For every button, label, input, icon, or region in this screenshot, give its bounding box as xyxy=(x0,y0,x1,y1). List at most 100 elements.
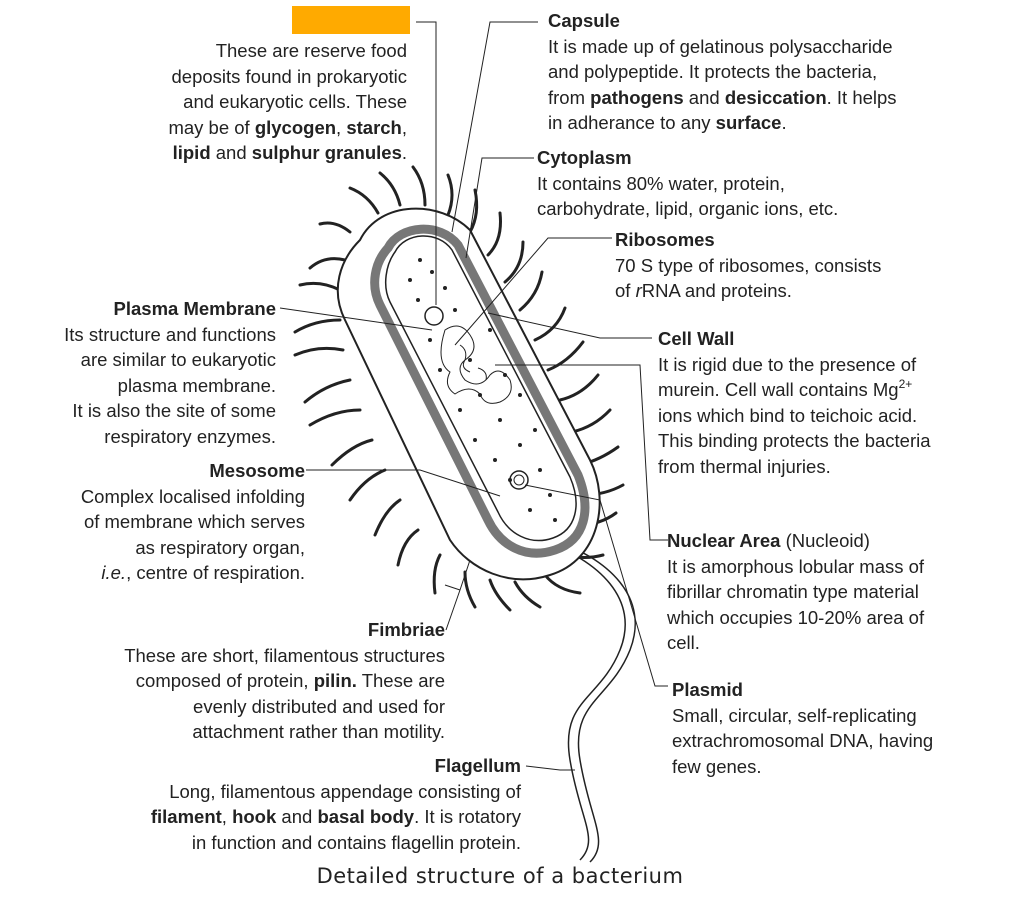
reserve-food-text: These are reserve food deposits found in… xyxy=(168,38,407,166)
flagellum-line-2: filament, hook and basal body. It is rot… xyxy=(151,804,521,830)
fimbriae-text: These are xyxy=(356,670,445,691)
flagellum-label: Flagellum Long, filamentous appendage co… xyxy=(151,753,521,855)
cytoplasm-title: Cytoplasm xyxy=(537,147,632,168)
nuclear-area-label: Nuclear Area (Nucleoid) It is amorphous … xyxy=(667,528,924,656)
nuclear-area-title: Nuclear Area xyxy=(667,530,781,551)
surface-term: surface xyxy=(715,112,782,133)
plasma-membrane-shape xyxy=(384,235,577,542)
capsule-line-1: It is made up of gelatinous polysacchari… xyxy=(548,35,893,57)
figure-caption: Detailed structure of a bacterium xyxy=(316,864,684,888)
leader-lines xyxy=(279,21,668,771)
fimbriae-line-4: attachment rather than motility. xyxy=(192,721,445,742)
lipid-term: lipid xyxy=(172,142,211,163)
hook-term: hook xyxy=(232,806,277,827)
flagellum-line-3: in function and contains flagellin prote… xyxy=(191,831,521,853)
reserve-text: . xyxy=(401,142,407,163)
nuclear-area-line-3: which occupies 10-20% area of xyxy=(667,606,925,628)
reserve-text: and xyxy=(210,142,252,163)
cell-wall-text: murein. Cell wall contains Mg xyxy=(658,379,899,400)
ribosomes-line-2: of rRNA and proteins. xyxy=(615,278,881,304)
mesosome-label: Mesosome Complex localised infolding of … xyxy=(81,458,305,586)
flagellum-text: and xyxy=(276,806,318,827)
cell-wall-line-1: It is rigid due to the presence of xyxy=(658,353,917,375)
mesosome-text: , centre of respiration. xyxy=(126,562,305,583)
nuclear-area-heading: Nuclear Area (Nucleoid) xyxy=(667,528,924,554)
fimbriae-label: Fimbriae These are short, filamentous st… xyxy=(124,617,445,745)
desiccation-term: desiccation xyxy=(724,86,827,108)
plasmid-line-2: extrachromosomal DNA, having xyxy=(672,730,934,751)
glycogen-term: glycogen xyxy=(254,116,337,138)
mesosome-line-3: as respiratory organ, xyxy=(135,536,305,558)
plasmid-shape xyxy=(509,470,529,490)
fimbriae-title: Fimbriae xyxy=(367,619,445,640)
mesosome-line-2: of membrane which serves xyxy=(83,511,305,532)
nucleoid xyxy=(440,325,512,404)
flagellum-text: , xyxy=(221,806,233,827)
storage-granule xyxy=(424,306,444,326)
ribosomes-label: Ribosomes 70 S type of ribosomes, consis… xyxy=(615,227,881,304)
ie-abbrev: i.e. xyxy=(101,562,127,583)
nuclear-area-line-1: It is amorphous lobular mass of xyxy=(667,555,925,577)
highlight-box xyxy=(292,6,410,34)
capsule-text: . It helps xyxy=(826,86,897,108)
nuclear-area-line-2: fibrillar chromatin type material xyxy=(667,581,919,602)
capsule-line-2: and polypeptide. It protects the bacteri… xyxy=(548,61,878,82)
reserve-line-5: lipid and sulphur granules. xyxy=(168,140,407,166)
ribosomes-title: Ribosomes xyxy=(615,229,715,250)
filament-term: filament xyxy=(150,806,222,827)
fimbriae-line-3: evenly distributed and used for xyxy=(193,695,445,717)
flagellum-text: . It is rotatory xyxy=(414,806,521,827)
cell-wall-line-4: This binding protects the bacteria xyxy=(658,430,931,451)
plasmid-title: Plasmid xyxy=(672,679,743,700)
plasma-membrane-line-3: plasma membrane. xyxy=(117,374,276,396)
fimbriae-group xyxy=(293,165,625,612)
fimbriae-line-2: composed of protein, pilin. These are xyxy=(124,668,445,694)
pilin-term: pilin. xyxy=(313,670,357,691)
reserve-line-1: These are reserve food xyxy=(215,40,407,61)
plasma-membrane-label: Plasma Membrane Its structure and functi… xyxy=(64,296,276,449)
plasma-membrane-line-4: It is also the site of some xyxy=(72,400,276,421)
rrna-prefix: r xyxy=(635,280,642,301)
pathogens-term: pathogens xyxy=(590,86,684,108)
reserve-line-3: and eukaryotic cells. These xyxy=(183,91,407,112)
cell-wall-line-3: ions which bind to teichoic acid. xyxy=(658,404,918,426)
reserve-line-4: may be of glycogen, starch, xyxy=(168,115,407,141)
mesosome-line-4: i.e., centre of respiration. xyxy=(81,560,305,586)
plasma-membrane-line-2: are similar to eukaryotic xyxy=(80,349,276,370)
cell-wall-line-2: murein. Cell wall contains Mg2+ xyxy=(658,377,931,403)
basal-body-term: basal body xyxy=(317,806,415,827)
plasmid-line-1: Small, circular, self-replicating xyxy=(672,704,917,726)
cell-wall-line-5: from thermal injuries. xyxy=(658,455,831,477)
mesosome-line-1: Complex localised infolding xyxy=(80,485,305,507)
plasmid-label: Plasmid Small, circular, self-replicatin… xyxy=(672,677,933,779)
nuclear-area-line-4: cell. xyxy=(667,632,700,653)
capsule-label: Capsule It is made up of gelatinous poly… xyxy=(548,8,897,136)
cytoplasm-label: Cytoplasm It contains 80% water, protein… xyxy=(537,145,838,222)
capsule-line-3: from pathogens and desiccation. It helps xyxy=(548,85,897,111)
mesosome-title: Mesosome xyxy=(209,460,305,481)
fimbriae-line-1: These are short, filamentous structures xyxy=(124,644,445,666)
ribosomes-line-1: 70 S type of ribosomes, consists xyxy=(615,254,882,276)
capsule-text: . xyxy=(781,112,787,133)
cytoplasm-line-2: carbohydrate, lipid, organic ions, etc. xyxy=(537,198,839,219)
capsule-text: and xyxy=(683,86,725,108)
capsule-line-4: in adherance to any surface. xyxy=(548,110,897,136)
cell-wall-title: Cell Wall xyxy=(658,328,735,349)
reserve-text: , xyxy=(336,116,347,138)
starch-term: starch xyxy=(346,116,402,138)
sulphur-granules-term: sulphur granules xyxy=(251,142,402,163)
fimbriae-text: composed of protein, xyxy=(135,670,314,691)
capsule-text: from xyxy=(548,86,591,108)
capsule-text: in adherance to any xyxy=(548,112,716,133)
plasmid-line-3: few genes. xyxy=(672,755,762,777)
nucleoid-sub: (Nucleoid) xyxy=(780,530,870,551)
ribosomes-text: RNA and proteins. xyxy=(641,280,792,301)
cell-wall-label: Cell Wall It is rigid due to the presenc… xyxy=(658,326,931,479)
mg-charge: 2+ xyxy=(898,377,913,391)
reserve-text: may be of xyxy=(168,116,255,138)
flagellum-line-1: Long, filamentous appendage consisting o… xyxy=(169,780,521,802)
flagellum-title: Flagellum xyxy=(434,755,521,776)
flagellum xyxy=(539,537,636,863)
ribosomes-text: of xyxy=(615,280,636,301)
